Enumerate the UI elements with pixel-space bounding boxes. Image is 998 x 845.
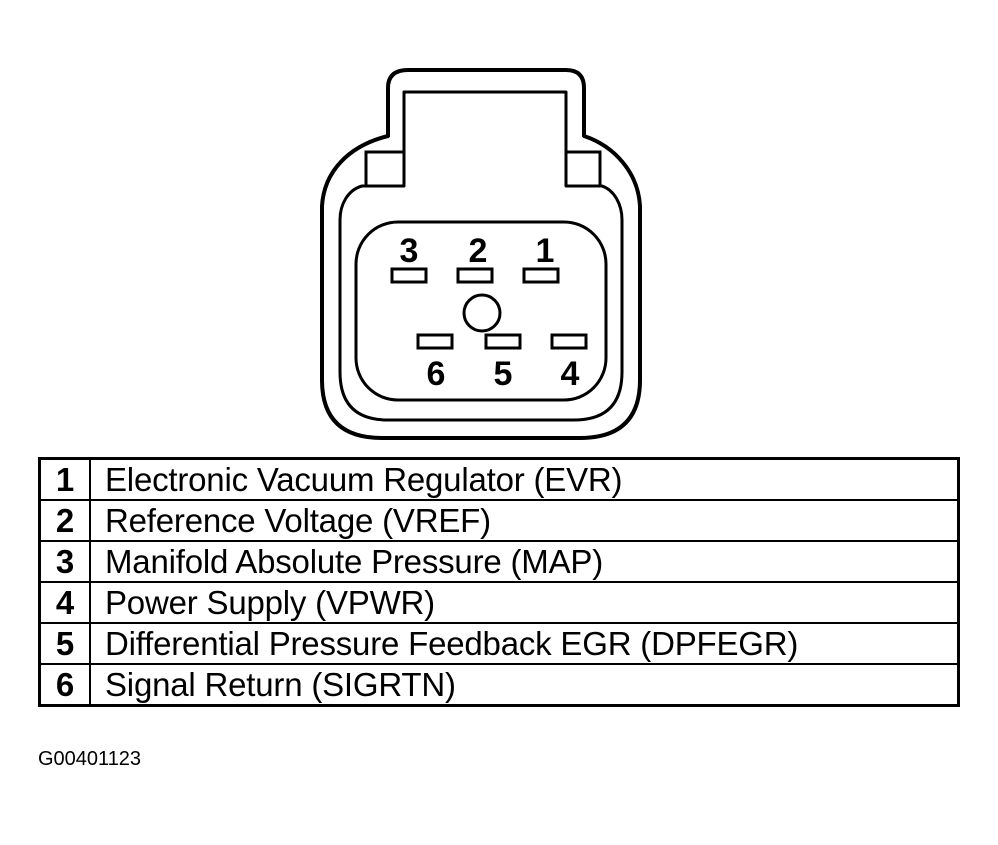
pin-5-terminal	[484, 333, 522, 350]
pin-description-cell: Signal Return (SIGRTN)	[89, 663, 960, 707]
pin-label-6: 6	[427, 355, 446, 393]
pin-number-cell: 1	[38, 457, 91, 501]
pin-number-cell: 2	[38, 499, 91, 542]
latch-slot-left	[364, 150, 404, 186]
pin-description-cell: Differential Pressure Feedback EGR (DPFE…	[89, 622, 960, 665]
pin-6-terminal	[416, 333, 454, 350]
connector-housing-outer	[320, 68, 642, 440]
pinout-table: 1 Electronic Vacuum Regulator (EVR) 2 Re…	[38, 457, 960, 707]
pin-label-4: 4	[561, 355, 580, 393]
pin-2-terminal	[456, 267, 494, 284]
table-row: 6 Signal Return (SIGRTN)	[38, 663, 960, 707]
pin-description-cell: Power Supply (VPWR)	[89, 581, 960, 624]
pin-3-terminal	[390, 267, 428, 284]
pin-description-cell: Reference Voltage (VREF)	[89, 499, 960, 542]
pin-description-cell: Electronic Vacuum Regulator (EVR)	[89, 457, 960, 501]
pin-label-3: 3	[400, 232, 419, 270]
table-row: 2 Reference Voltage (VREF)	[38, 499, 960, 542]
pin-label-2: 2	[469, 232, 488, 270]
table-row: 1 Electronic Vacuum Regulator (EVR)	[38, 457, 960, 501]
pin-number-cell: 4	[38, 581, 91, 624]
table-row: 4 Power Supply (VPWR)	[38, 581, 960, 624]
figure-id: G00401123	[38, 748, 142, 770]
connector-face-diagram: 3 2 1 6 5 4	[320, 68, 642, 440]
pin-1-terminal	[522, 267, 560, 284]
pin-number-cell: 3	[38, 540, 91, 583]
pin-label-5: 5	[494, 355, 513, 393]
terminal-cavity	[354, 220, 608, 402]
connector-housing-inner	[338, 90, 624, 422]
polarizing-hole	[462, 293, 502, 333]
pin-number-cell: 5	[38, 622, 91, 665]
pin-4-terminal	[550, 333, 588, 350]
table-row: 3 Manifold Absolute Pressure (MAP)	[38, 540, 960, 583]
pin-label-1: 1	[536, 232, 555, 270]
pin-number-cell: 6	[38, 663, 91, 707]
pin-description-cell: Manifold Absolute Pressure (MAP)	[89, 540, 960, 583]
table-row: 5 Differential Pressure Feedback EGR (DP…	[38, 622, 960, 665]
latch-slot-right	[566, 150, 602, 186]
